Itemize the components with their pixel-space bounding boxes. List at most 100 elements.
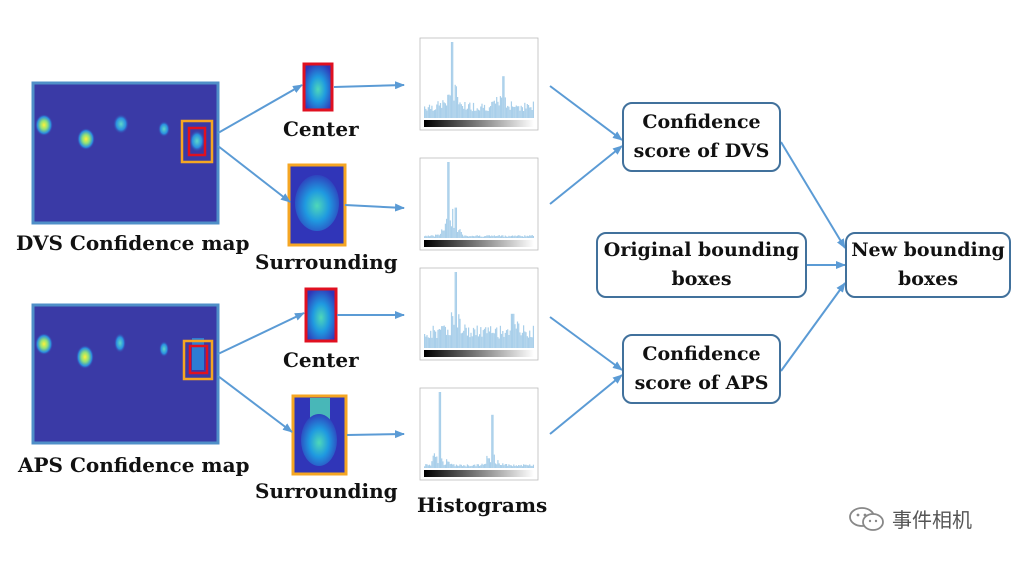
histogram-bar bbox=[472, 327, 475, 348]
histogram-bar bbox=[479, 465, 481, 468]
histogram-bar bbox=[494, 328, 497, 348]
histogram-bar bbox=[494, 236, 497, 238]
histogram-bar bbox=[457, 232, 459, 238]
histogram-bar bbox=[501, 465, 503, 468]
histogram-bar bbox=[480, 327, 482, 348]
histogram-bar bbox=[446, 218, 448, 238]
dvs-center-marker bbox=[187, 126, 207, 157]
histogram-bar bbox=[521, 107, 524, 118]
histogram-bar bbox=[518, 465, 520, 468]
histogram-bar bbox=[483, 104, 486, 118]
histogram-bar bbox=[512, 466, 514, 468]
histogram-bar bbox=[458, 230, 460, 238]
histogram-bar bbox=[431, 235, 433, 238]
histogram-bar bbox=[502, 331, 504, 348]
histogram-bar bbox=[438, 392, 440, 468]
histogram-bar bbox=[529, 107, 531, 118]
histogram-bar bbox=[433, 453, 436, 468]
histogram-bar bbox=[505, 464, 508, 468]
histogram-bar bbox=[480, 465, 482, 468]
histogram-bar bbox=[505, 236, 508, 238]
aps-center-crop bbox=[304, 287, 338, 343]
histogram-bar bbox=[437, 463, 439, 468]
histogram-bar bbox=[531, 235, 533, 238]
histogram-bar bbox=[510, 313, 513, 348]
histogram-bar bbox=[428, 236, 431, 238]
histogram-bar bbox=[524, 102, 526, 118]
histogram-bar bbox=[518, 106, 520, 118]
histogram-bar bbox=[524, 235, 526, 238]
histogram-bar bbox=[487, 327, 489, 348]
histogram-bar bbox=[492, 101, 494, 118]
histogram-bar bbox=[428, 337, 431, 348]
histogram-bar bbox=[469, 102, 471, 118]
histogram-bar bbox=[520, 335, 522, 348]
confidence-aps-text: Confidence score of APS bbox=[634, 343, 769, 394]
histogram-bar bbox=[454, 207, 456, 238]
histogram-bar bbox=[497, 101, 499, 118]
histogram-bar bbox=[509, 330, 511, 348]
histogram-aps-surrounding bbox=[419, 387, 539, 481]
histogram-bar bbox=[443, 325, 445, 348]
histogram-bar bbox=[529, 464, 531, 468]
histogram-bar bbox=[424, 236, 426, 238]
histogram-bar bbox=[488, 458, 491, 468]
histogram-bar bbox=[486, 235, 488, 238]
grayscale-colorbar bbox=[424, 240, 534, 247]
histogram-bar bbox=[441, 229, 443, 238]
histogram-bar bbox=[521, 236, 524, 238]
histogram-bar bbox=[432, 455, 434, 468]
histogram-bar bbox=[477, 236, 480, 238]
histogram-bar bbox=[466, 464, 469, 468]
histogram-bar bbox=[491, 333, 493, 348]
histogram-bar bbox=[505, 330, 508, 348]
histogram-bar bbox=[432, 325, 434, 348]
histogram-bar bbox=[480, 236, 482, 238]
histogram-bar bbox=[450, 226, 453, 238]
histogram-bar bbox=[452, 208, 454, 238]
histogram-bar bbox=[520, 105, 522, 118]
histogram-bar bbox=[447, 461, 449, 468]
histogram-bar bbox=[488, 235, 491, 238]
histogram-dvs-surrounding bbox=[419, 157, 539, 251]
histogram-bar bbox=[487, 235, 489, 238]
histogram-bar bbox=[454, 84, 456, 118]
histogram-bar bbox=[475, 110, 477, 118]
histogram-bar bbox=[468, 327, 470, 348]
histogram-bar bbox=[425, 464, 427, 468]
histogram-bar bbox=[428, 464, 431, 468]
histogram-bar bbox=[435, 456, 437, 468]
arrow-hist3-to-conf-aps bbox=[549, 316, 623, 371]
histogram-bar bbox=[513, 464, 515, 468]
histogram-bar bbox=[469, 337, 471, 348]
histogram-bar bbox=[466, 108, 469, 118]
histogram-bar bbox=[525, 332, 527, 348]
histogram-bar bbox=[504, 97, 506, 118]
histogram-bar bbox=[460, 232, 462, 238]
histogram-bar bbox=[515, 236, 517, 238]
histogram-bar bbox=[498, 105, 500, 118]
histogram-bar bbox=[476, 235, 478, 238]
histogram-bar bbox=[493, 100, 495, 118]
histogram-bar bbox=[471, 235, 473, 238]
arrow-conf-aps-to-new bbox=[780, 282, 846, 372]
histogram-bar bbox=[491, 235, 493, 238]
histogram-bar bbox=[433, 236, 436, 238]
histogram-bar bbox=[512, 235, 514, 238]
arrow-center-to-hist1 bbox=[333, 81, 405, 90]
histogram-bar bbox=[520, 464, 522, 468]
histogram-bar bbox=[523, 111, 525, 118]
histogram-bar bbox=[435, 331, 437, 348]
histogram-bar bbox=[527, 236, 530, 238]
grayscale-colorbar bbox=[424, 350, 534, 357]
histogram-bar bbox=[482, 330, 484, 348]
histogram-bar bbox=[446, 105, 448, 118]
histogram-bar bbox=[503, 336, 505, 348]
histogram-bar bbox=[508, 464, 510, 468]
histogram-bar bbox=[475, 466, 477, 468]
histogram-bar bbox=[426, 110, 428, 118]
histogram-bar bbox=[455, 464, 458, 468]
histogram-bar bbox=[433, 110, 436, 118]
histogram-bar bbox=[515, 465, 517, 468]
histogram-bar bbox=[435, 109, 437, 118]
